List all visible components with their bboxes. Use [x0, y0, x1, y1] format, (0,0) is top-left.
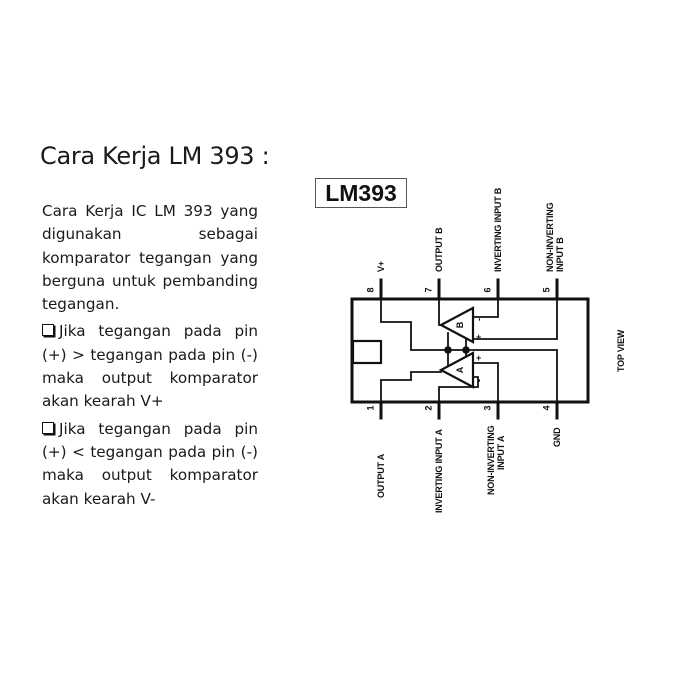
pin-number-6: 6 [482, 287, 493, 293]
svg-text:-: - [474, 318, 484, 321]
square-checkbox-icon [42, 324, 54, 337]
pin-label-vplus: V+ [376, 261, 386, 272]
pin-number-8: 8 [365, 287, 376, 293]
pin-label-output-a: OUTPUT A [376, 453, 386, 498]
bullet-item: Jika tegangan pada pin (+) < tegangan pa… [42, 418, 258, 511]
comparator-a-letter: A [455, 366, 465, 373]
junction-dot [462, 346, 470, 354]
pin-number-5: 5 [541, 287, 552, 293]
junction-dot [444, 346, 452, 354]
square-checkbox-icon [42, 421, 54, 434]
comparator-b-letter: B [455, 321, 465, 328]
svg-text:-: - [474, 379, 484, 382]
svg-text:+: + [476, 332, 481, 342]
pin-number-2: 2 [423, 405, 434, 411]
pin-label-gnd: GND [552, 427, 562, 447]
pin-label-non-inverting-b-line2: INPUT B [555, 237, 565, 272]
pin-label-output-b: OUTPUT B [434, 227, 444, 272]
comparator-b-symbol [438, 306, 475, 344]
top-view-label: TOP VIEW [616, 329, 626, 372]
pin-number-4: 4 [541, 405, 552, 411]
pin-label-non-inverting-a-line1: NON-INVERTING [486, 425, 496, 495]
pin-number-1: 1 [365, 405, 376, 411]
bullet-text: Jika tegangan pada pin (+) < tegangan pa… [42, 419, 258, 508]
slide-body: Cara Kerja IC LM 393 yang digunakan seba… [42, 200, 258, 511]
comparator-a-symbol [438, 351, 475, 389]
ic-schematic: B A - + + - [350, 278, 590, 420]
bullet-text: Jika tegangan pada pin (+) > tegangan pa… [42, 322, 258, 411]
pin-label-non-inverting-b-line1: NON-INVERTING [545, 202, 555, 272]
chip-name-label: LM393 [315, 178, 407, 208]
pin-number-7: 7 [423, 287, 434, 293]
pin-label-inverting-input-a: INVERTING INPUT A [434, 429, 444, 513]
lm393-pinout-diagram: LM393 [300, 165, 640, 535]
pin-number-3: 3 [482, 405, 493, 411]
intro-paragraph: Cara Kerja IC LM 393 yang digunakan seba… [42, 202, 258, 314]
bullet-item: Jika tegangan pada pin (+) > tegangan pa… [42, 320, 258, 413]
pin-label-non-inverting-a-line2: INPUT A [496, 435, 506, 470]
slide-title: Cara Kerja LM 393 : [40, 142, 270, 170]
pin-label-inverting-input-b: INVERTING INPUT B [493, 187, 503, 272]
svg-text:+: + [476, 353, 481, 363]
